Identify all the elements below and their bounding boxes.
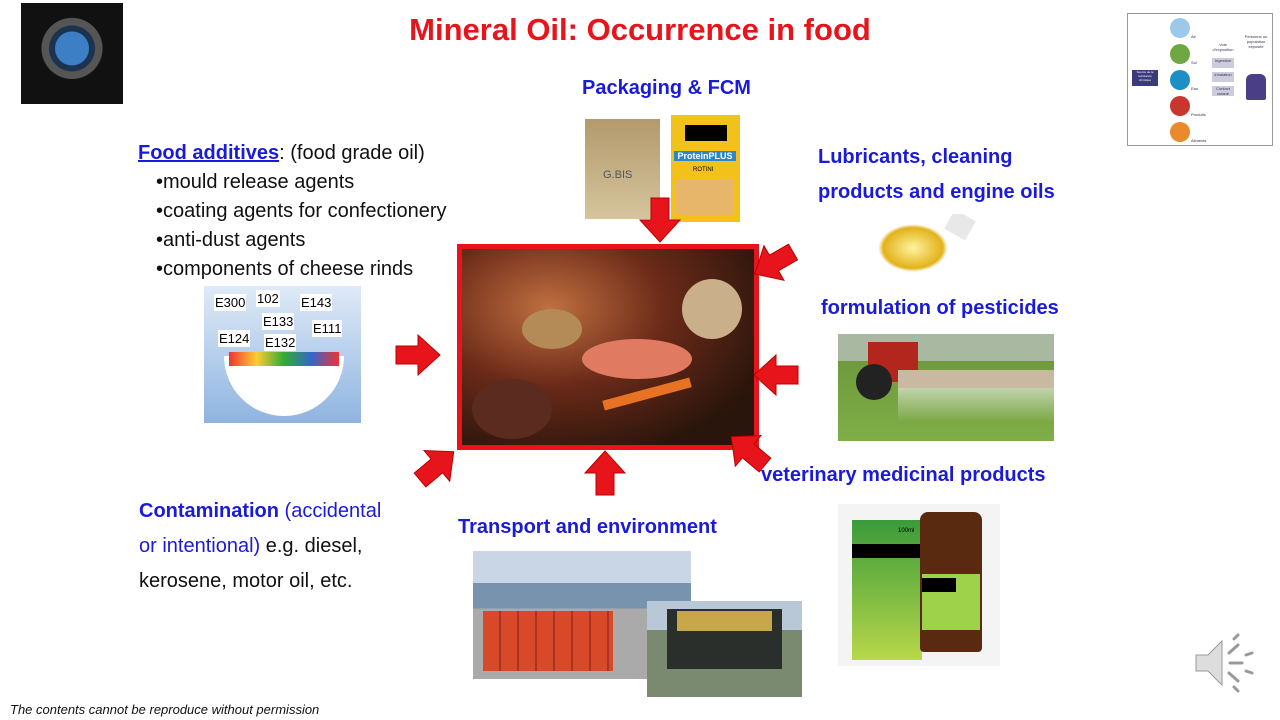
arrow-icon bbox=[584, 450, 626, 496]
diagram-route: Inhalation bbox=[1212, 72, 1234, 82]
people-icon bbox=[1246, 74, 1266, 100]
box-brand: ProteinPLUS bbox=[674, 151, 736, 161]
veterinary-label: veterinary medicinal products bbox=[761, 464, 1046, 486]
slide-title: Mineral Oil: Occurrence in food bbox=[409, 12, 871, 47]
arrow-icon bbox=[395, 334, 441, 376]
contamination-text: e.g. diesel, bbox=[260, 535, 363, 557]
list-item: mould release agents bbox=[163, 171, 355, 193]
list-item: components of cheese rinds bbox=[163, 258, 414, 280]
contamination-text: (accidental bbox=[279, 500, 382, 522]
diagram-medium: Sol bbox=[1191, 60, 1197, 65]
bag-text: G.BIS bbox=[603, 169, 633, 181]
truck-image bbox=[647, 601, 802, 697]
e-number-label: E111 bbox=[312, 320, 343, 337]
water-icon bbox=[1170, 70, 1190, 90]
pasta-box-image: ProteinPLUS ROTINI bbox=[671, 115, 740, 222]
jute-bag-image: G.BIS bbox=[585, 119, 660, 219]
contamination-heading: Contamination bbox=[139, 500, 279, 522]
food-additives-suffix: : (food grade oil) bbox=[279, 142, 425, 164]
air-icon bbox=[1170, 18, 1190, 38]
earth-oil-logo bbox=[21, 3, 123, 104]
diagram-route-title: Voie d'exposition bbox=[1212, 42, 1234, 52]
diagram-medium: Aliments bbox=[1191, 138, 1207, 143]
food-additives-block: Food additives: (food grade oil) •mould … bbox=[138, 142, 447, 280]
e-number-label: E124 bbox=[218, 330, 251, 347]
contamination-text: or intentional) bbox=[139, 535, 261, 557]
box-sub: ROTINI bbox=[693, 167, 714, 173]
list-item: coating agents for confectionery bbox=[163, 200, 447, 222]
contamination-text: kerosene, motor oil, etc. bbox=[139, 570, 353, 592]
veterinary-products-image: 100ml bbox=[838, 504, 1000, 666]
e-number-label: E143 bbox=[300, 294, 333, 311]
oil-pour-image bbox=[868, 214, 976, 274]
diagram-source: Source de la substance chimique bbox=[1132, 70, 1158, 86]
diagram-medium: Produits bbox=[1191, 112, 1206, 117]
products-icon bbox=[1170, 96, 1190, 116]
diagram-medium: Eau bbox=[1191, 86, 1199, 91]
speaker-icon[interactable] bbox=[1192, 633, 1256, 693]
e-number-label: E133 bbox=[262, 313, 295, 330]
packaging-label: Packaging & FCM bbox=[582, 77, 751, 99]
e-number-label: E300 bbox=[214, 294, 247, 311]
exposure-diagram: Source de la substance chimique Air Sol … bbox=[1127, 13, 1273, 146]
pesticides-label: formulation of pesticides bbox=[821, 297, 1059, 319]
arrow-icon bbox=[753, 354, 799, 396]
transport-label: Transport and environment bbox=[458, 516, 717, 538]
list-item: anti-dust agents bbox=[163, 229, 306, 251]
soil-icon bbox=[1170, 44, 1190, 64]
e-number-label: E132 bbox=[264, 334, 297, 351]
diagram-route: Ingestion bbox=[1212, 58, 1234, 68]
diagram-target: Personne ou population exposée bbox=[1244, 34, 1268, 49]
food-assortment-image bbox=[457, 244, 759, 450]
food-icon bbox=[1170, 122, 1190, 142]
contamination-block: Contamination (accidental or intentional… bbox=[139, 494, 381, 599]
footer-notice: The contents cannot be reproduce without… bbox=[10, 702, 320, 717]
diagram-route: Contact cutané bbox=[1212, 86, 1234, 96]
additives-bowl-image: E300 102 E143 E133 E124 E111 E132 bbox=[204, 286, 361, 423]
bottle-label: 100ml bbox=[898, 528, 915, 534]
e-number-label: 102 bbox=[256, 290, 280, 307]
tractor-spraying-image bbox=[838, 334, 1054, 441]
food-additives-heading: Food additives bbox=[138, 142, 280, 164]
diagram-medium: Air bbox=[1191, 34, 1196, 39]
